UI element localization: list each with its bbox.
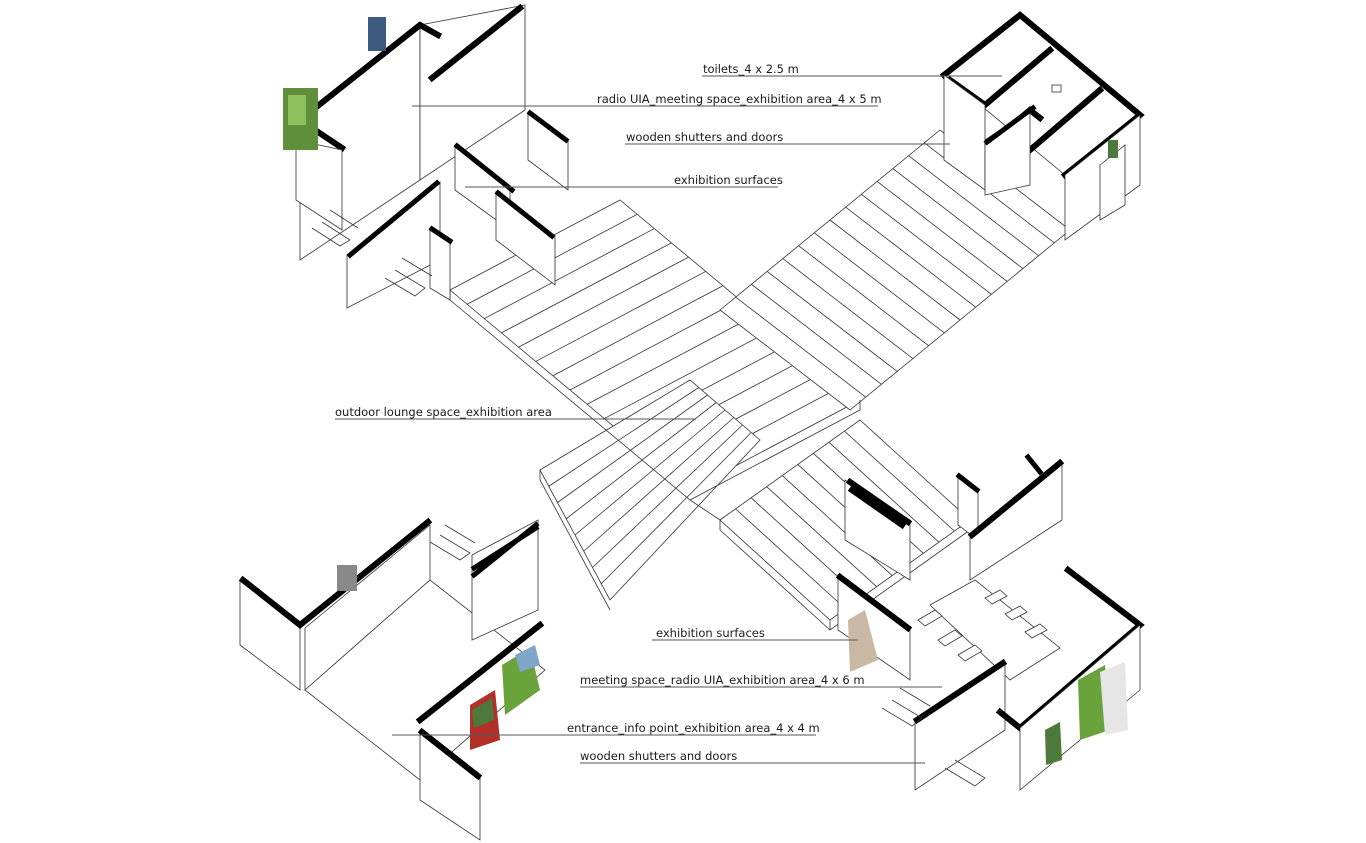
deck-plank-line	[604, 328, 775, 419]
label-wooden-shutters-top: wooden shutters and doors	[626, 130, 783, 144]
module-northwest	[283, 3, 570, 309]
deck-plank-line	[569, 299, 741, 391]
module-southeast	[835, 453, 1145, 791]
label-meeting-space-radio: meeting space_radio UIA_exhibition area_…	[580, 673, 865, 687]
module-northeast	[939, 11, 1145, 241]
label-radio-meeting-space: radio UIA_meeting space_exhibition area_…	[597, 92, 882, 106]
deck-plank-line	[501, 242, 672, 334]
deck-plank-line	[574, 409, 726, 536]
label-exhibition-surfaces-top: exhibition surfaces	[674, 173, 783, 187]
label-outdoor-lounge: outdoor lounge space_exhibition area	[335, 405, 552, 419]
deck-plank-line	[861, 193, 992, 295]
deck-plank-line	[557, 394, 708, 503]
module-southwest	[238, 517, 546, 841]
deck-plank-line	[535, 271, 706, 362]
label-exhibition-surfaces-bottom: exhibition surfaces	[656, 626, 765, 640]
deck-plank-line	[908, 155, 1039, 257]
label-wooden-shutters-bottom: wooden shutters and doors	[580, 749, 737, 763]
deck-plank-line	[586, 313, 758, 405]
deck-plank-line	[751, 283, 882, 385]
deck-plank-line	[798, 245, 929, 347]
deck-plank-line	[566, 402, 717, 520]
deck-plank-line	[814, 232, 945, 334]
deck-plank-line	[781, 475, 893, 576]
deck-plank-line	[548, 387, 699, 487]
deck-plank-line	[735, 508, 846, 610]
exhibition-photo-panels	[848, 610, 1128, 765]
label-entrance-info-point: entrance_info point_exhibition area_4 x …	[567, 721, 820, 735]
deck-plank-line	[600, 432, 752, 585]
deck-plank-line	[782, 258, 914, 359]
deck-plank-line	[876, 181, 1008, 282]
chairs	[917, 589, 1048, 662]
deck-plank-line	[518, 256, 689, 348]
deck-plank-line	[735, 296, 866, 398]
deck-plank-line	[552, 285, 724, 377]
exhibition-photo	[368, 17, 386, 51]
deck-plank-line	[592, 424, 743, 568]
leader-lines	[335, 75, 1002, 764]
deck-plank-line	[845, 206, 976, 308]
exhibition-photo	[1108, 140, 1118, 158]
deck-plank-line	[829, 219, 961, 321]
deck-arm-southwest	[539, 379, 761, 601]
label-toilets: toilets_4 x 2.5 m	[703, 62, 799, 76]
deck-plank-line	[828, 441, 940, 543]
deck-plank-line	[766, 486, 877, 587]
deck-plank-line	[484, 228, 655, 319]
deck-plank-line	[844, 430, 955, 532]
deck-plank-line	[583, 417, 735, 552]
deck-plank-line	[766, 271, 898, 372]
deck-plank-line	[892, 168, 1024, 269]
